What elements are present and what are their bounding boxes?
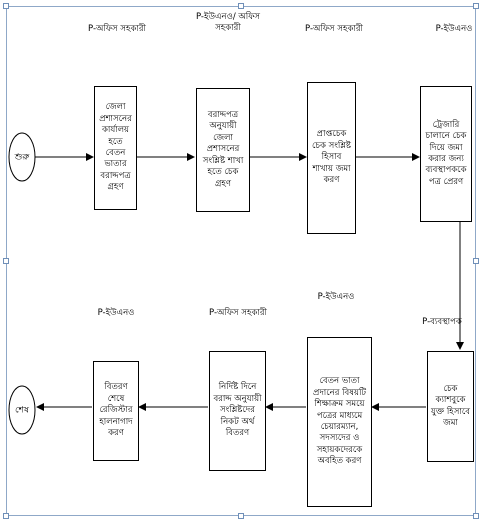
process-box-2[interactable]: বরাদ্দপত্র অনুযায়ী জেলা প্রশাসনের সংশ্ল…: [196, 88, 250, 212]
process-box-7[interactable]: নির্দিষ্ট দিনে বরাদ্দ অনুযায়ী সংশ্লিষ্ট…: [209, 351, 266, 471]
process-box-4[interactable]: ট্রেজারি চালানে চেক দিয়ে জমা করার জন্য …: [420, 86, 472, 222]
role-label-b4: P-ইউএনও: [435, 24, 473, 34]
process-box-1[interactable]: জেলা প্রশাসনের কার্যালয় হতে বেতন ভাতার …: [94, 86, 137, 210]
role-label-b7: P-অফিস সহকারী: [209, 308, 267, 318]
resize-handle-left[interactable]: [3, 258, 9, 264]
process-box-5[interactable]: চেক ক্যাশবুকে যুক্ত হিসাবে জমা: [427, 351, 474, 462]
resize-handle-top-right[interactable]: [473, 3, 479, 9]
resize-handle-bottom-left[interactable]: [3, 513, 9, 519]
process-box-3[interactable]: প্রাপ্তচেক চেক সংশ্লিষ্ট হিসাব শাখায় জম…: [307, 82, 356, 234]
role-label-b3: P-অফিস সহকারী: [305, 24, 363, 34]
role-label-b6: P-ইউএনও: [317, 292, 355, 302]
process-box-6[interactable]: বেতন ভাতা প্রদানের বিষয়টি শিক্ষাক্রম সম…: [307, 337, 372, 507]
end-terminal[interactable]: [8, 385, 36, 435]
role-label-b2: P-ইউএনও/ অফিস সহকারী: [195, 12, 261, 34]
resize-handle-bottom[interactable]: [238, 513, 244, 519]
resize-handle-top-left[interactable]: [3, 3, 9, 9]
resize-handle-bottom-right[interactable]: [473, 513, 479, 519]
resize-handle-right[interactable]: [473, 258, 479, 264]
process-box-8[interactable]: বিতরণ শেষে রেজিস্টার হালনাগাদ করণ: [93, 361, 139, 461]
role-label-b8: P-ইউএনও: [97, 308, 135, 318]
role-label-b5: P-ব্যবস্থাপক: [422, 317, 462, 327]
end-label: শেষ: [15, 405, 29, 416]
resize-handle-top[interactable]: [238, 3, 244, 9]
start-label: শুরু: [14, 152, 30, 163]
role-label-b1: P-অফিস সহকারী: [88, 24, 146, 34]
